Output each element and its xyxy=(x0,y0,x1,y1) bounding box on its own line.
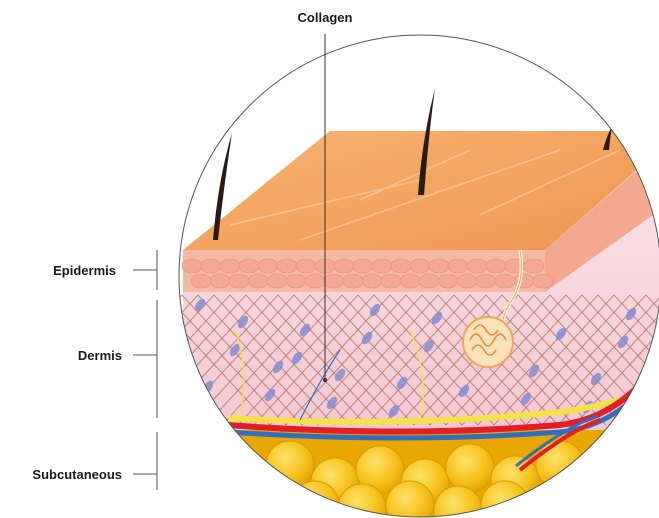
subcutaneous-label: Subcutaneous xyxy=(32,467,122,482)
epidermis-label: Epidermis xyxy=(53,263,116,278)
collagen-label: Collagen xyxy=(298,10,353,25)
circle-content xyxy=(30,30,659,518)
collagen-pointer-dot xyxy=(323,378,327,382)
dermis-bracket xyxy=(133,300,157,418)
epidermis-bracket xyxy=(133,250,157,290)
dermis-label: Dermis xyxy=(78,348,122,363)
subcutaneous-bracket xyxy=(133,432,157,490)
